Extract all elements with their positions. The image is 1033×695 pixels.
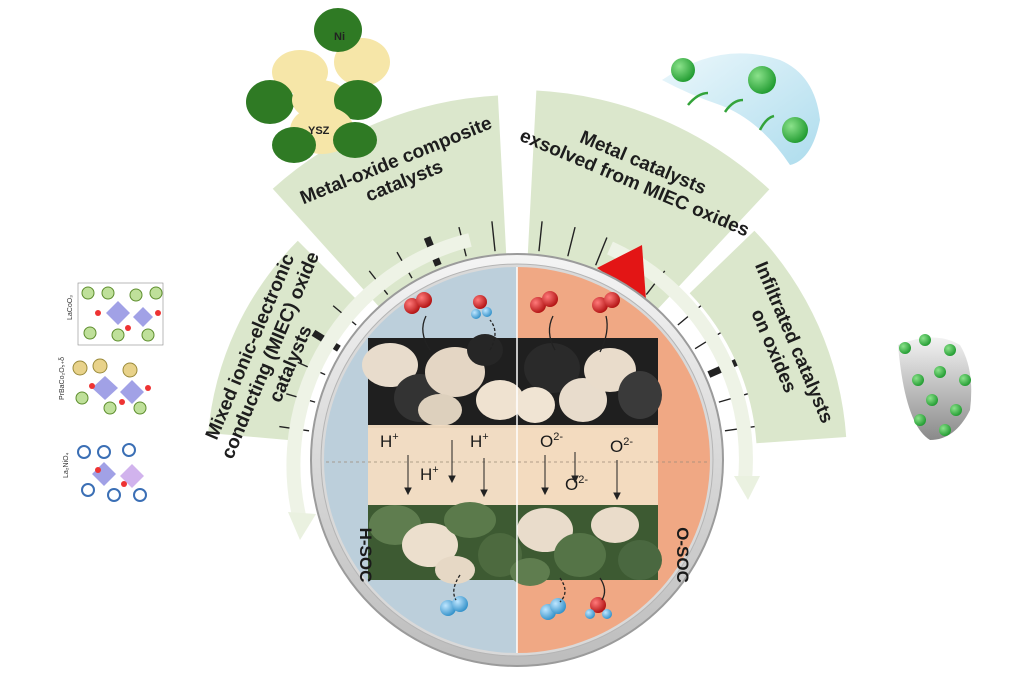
tick-mark [538,221,543,252]
molecule-icon [404,291,620,319]
formula-2: PrBaCo₂O₅₊δ [59,357,66,400]
ion-arrows [404,440,621,501]
ion-label: H+ [420,464,439,484]
ion-label: H+ [380,431,399,451]
segment-miec [208,240,362,441]
pointer-triangle [597,245,646,300]
segment-exsolved [527,90,770,311]
ion-label: H+ [470,431,489,451]
formula-3: La₂NiO₄ [63,452,70,478]
tick-mark [595,237,608,266]
crystal-structure-icon: LaCoO₃ PrBaCo₂O₅₊δ La₂NiO₄ [59,282,164,502]
formula-1: LaCoO₃ [67,295,74,320]
right-arc-arrow [607,241,753,481]
left-arrow-head [288,512,316,540]
gas-flow-arrows [422,315,608,603]
o-soc-label: O-SOC [673,527,692,583]
tick-mark [567,226,576,257]
tick-mark [491,221,496,252]
ion-label: O2- [610,436,633,456]
ysz-label: YSZ [308,125,330,137]
infiltrated-illustration [898,334,972,440]
catalyst-segments: Mixed ionic-electronicconducting (MIEC) … [202,90,847,462]
ni-label: Ni [334,31,345,43]
bottom-electrode [368,502,662,586]
segment-infiltrated [689,230,847,444]
ni-ysz-cluster-illustration: Ni YSZ [246,8,390,163]
left-arc-arrow [286,233,472,522]
exsolution-illustration [662,53,820,166]
right-arrow-head [734,476,760,500]
ion-label: O2- [540,431,563,451]
electrolyte-layer [368,425,658,505]
h-soc-label: H-SOC [356,528,375,583]
top-electrode [362,334,662,428]
